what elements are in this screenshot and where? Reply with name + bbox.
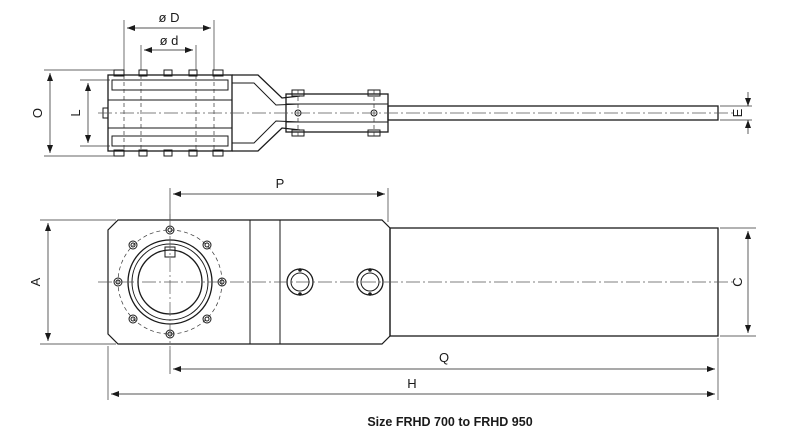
overall-height-label: O bbox=[30, 108, 45, 118]
overall-length-label: H bbox=[407, 376, 416, 391]
dim-lever-width: C bbox=[720, 227, 756, 337]
dim-outer-diameter: ø D bbox=[123, 10, 215, 70]
front-view: P bbox=[28, 176, 756, 400]
body-width-label: A bbox=[28, 277, 43, 286]
top-view: ø D ø d bbox=[30, 10, 752, 157]
pivot-distance-label: P bbox=[276, 176, 285, 191]
lever-arms-top bbox=[232, 74, 719, 152]
dim-inner-diameter: ø d bbox=[140, 33, 197, 70]
flange-length-label: L bbox=[68, 109, 83, 116]
dim-lever-thickness: E bbox=[720, 92, 752, 134]
lever-thickness-label: E bbox=[730, 108, 745, 117]
dim-body-width: A bbox=[28, 219, 116, 345]
lever-reach-label: Q bbox=[439, 350, 449, 365]
dim-flange-length: L bbox=[68, 79, 110, 147]
inner-diameter-label: ø d bbox=[160, 33, 179, 48]
dim-lever-reach: Q bbox=[169, 338, 719, 400]
dim-overall-length: H bbox=[107, 346, 715, 400]
drawing-caption: Size FRHD 700 to FRHD 950 bbox=[367, 415, 532, 429]
dim-overall-height: O bbox=[30, 69, 114, 157]
dim-pivot-distance: P bbox=[169, 176, 389, 222]
outer-diameter-label: ø D bbox=[159, 10, 180, 25]
lever-width-label: C bbox=[730, 277, 745, 286]
